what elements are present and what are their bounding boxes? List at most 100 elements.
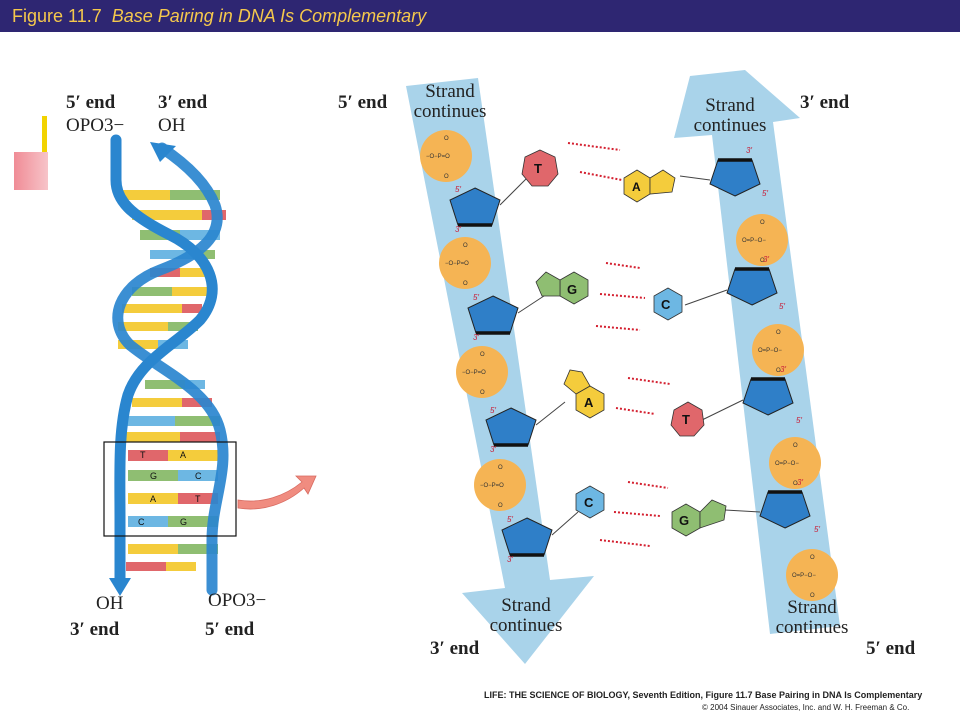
thymine-ring: [521, 149, 559, 187]
prime-3-label: 3′: [507, 555, 513, 564]
prime-3-label: 3′: [455, 225, 461, 234]
detail-left-bottom-end: 3′ end: [430, 638, 480, 659]
cytosine-ring: [653, 287, 683, 321]
base-label: G: [679, 513, 689, 528]
figure-credit: LIFE: THE SCIENCE OF BIOLOGY, Seventh Ed…: [484, 690, 923, 700]
rung: [128, 516, 218, 527]
guanine-ring-5: [535, 271, 561, 297]
rung: [132, 398, 212, 407]
svg-text:O=P−O−: O=P−O−: [758, 348, 782, 354]
prime-5-label: 5′: [814, 525, 820, 534]
prime-3-label: 3′: [797, 478, 803, 487]
helix-strand-left-head: [109, 578, 131, 596]
hydrogen-bond: [579, 171, 623, 181]
boxed-base-label: T: [195, 494, 201, 504]
helix-bottom-right-end: 5′ end: [205, 619, 255, 640]
svg-text:O: O: [444, 136, 449, 142]
prime-5-label: 5′: [762, 189, 768, 198]
rung: [126, 562, 196, 571]
rung: [118, 190, 220, 200]
rung: [118, 322, 198, 331]
boxed-base-label: G: [180, 517, 187, 527]
hydrogen-bond: [627, 377, 671, 385]
helix-bottom-right-group: OPO3−: [208, 590, 267, 611]
boxed-base-label: G: [150, 471, 157, 481]
sugar-pentagon: [467, 295, 519, 335]
base-label: T: [682, 412, 690, 427]
prime-3-label: 3′: [780, 365, 786, 374]
phosphate-circle: −O−P=OOO: [439, 237, 491, 289]
helix-bottom-left-group: OH: [96, 593, 124, 614]
decorative-red-block: [14, 152, 48, 190]
svg-text:O: O: [776, 330, 781, 336]
hydrogen-bond: [627, 481, 669, 489]
strand-continues-label: Strand continues: [489, 595, 563, 636]
rung: [128, 544, 218, 554]
helix-bottom-left-end: 3′ end: [70, 619, 120, 640]
svg-text:O: O: [760, 258, 765, 264]
base-label: C: [584, 495, 594, 510]
base-pair-1: T A: [521, 142, 676, 203]
svg-text:O: O: [498, 503, 503, 509]
helix-top-left-group: OPO3−: [66, 115, 125, 136]
phosphate-groups: −O−P=OOO −O−P=OOO −O−P=OOO −O−P=OOO O=P−…: [420, 130, 838, 601]
boxed-base-label: C: [195, 471, 202, 481]
base-label: C: [661, 297, 671, 312]
helix-strand-left: [110, 134, 218, 586]
detail-right-bottom-end: 5′ end: [866, 638, 916, 659]
base-pair-2: G C: [535, 262, 683, 331]
hydrogen-bond: [599, 539, 651, 547]
svg-text:O: O: [810, 555, 815, 561]
svg-text:O=P−O−: O=P−O−: [775, 461, 799, 467]
thymine-ring: [670, 401, 705, 437]
helix-strand-right: [112, 142, 229, 596]
sugar-pentagon: [485, 407, 537, 447]
svg-text:O: O: [444, 174, 449, 180]
rung: [120, 432, 220, 442]
phosphate-circle: −O−P=O O O: [474, 459, 526, 511]
svg-text:O: O: [760, 220, 765, 226]
phosphate-circle: O=P−O−OO: [786, 549, 838, 601]
detail-right-top-end: 3′ end: [800, 92, 850, 113]
rung: [132, 287, 212, 296]
boxed-base-label: T: [140, 450, 146, 460]
sugar-pentagon: [759, 490, 811, 529]
svg-text:O: O: [498, 465, 503, 471]
boxed-base-label: C: [138, 517, 145, 527]
svg-text:−O−P=O: −O−P=O: [445, 261, 469, 267]
rung: [128, 470, 218, 481]
base-pair-3: A T: [563, 369, 705, 437]
svg-text:O=P−O−: O=P−O−: [742, 238, 766, 244]
sugar-pentagon: [449, 187, 501, 227]
hydrogen-bond: [605, 262, 641, 269]
rung: [150, 250, 215, 259]
prime-5-label: 5′: [455, 185, 461, 194]
base-pair-4: C G: [575, 481, 727, 547]
strand-continues-label: Strand continues: [775, 597, 849, 638]
svg-text:O: O: [776, 368, 781, 374]
guanine-ring-5: [699, 499, 727, 529]
rung: [125, 416, 220, 426]
figure-number: Figure 11.7: [12, 6, 102, 26]
rung: [145, 380, 205, 389]
svg-text:−O−P=O: −O−P=O: [426, 154, 450, 160]
prime-5-label: 5′: [473, 293, 479, 302]
prime-5-label: 5′: [490, 406, 496, 415]
rung: [122, 304, 202, 313]
helix-top-left-end: 5′ end: [66, 92, 116, 113]
base-label: A: [632, 180, 641, 194]
strand-continues-label: Strand continues: [693, 95, 767, 136]
double-helix: T A G C A T C G: [103, 134, 317, 596]
prime-3-label: 3′: [746, 146, 752, 155]
boxed-base-label: A: [180, 450, 186, 460]
svg-text:O: O: [793, 481, 798, 487]
prime-3-label: 3′: [490, 445, 496, 454]
svg-text:−O−P=O: −O−P=O: [480, 483, 504, 489]
hydrogen-bond: [599, 293, 646, 299]
sugar-pentagon: [726, 267, 778, 306]
phosphate-circle: O=P−O−OO: [769, 437, 821, 489]
sugar-pentagon: [501, 517, 553, 557]
hydrogen-bond: [567, 142, 621, 151]
base-label: G: [567, 282, 577, 297]
